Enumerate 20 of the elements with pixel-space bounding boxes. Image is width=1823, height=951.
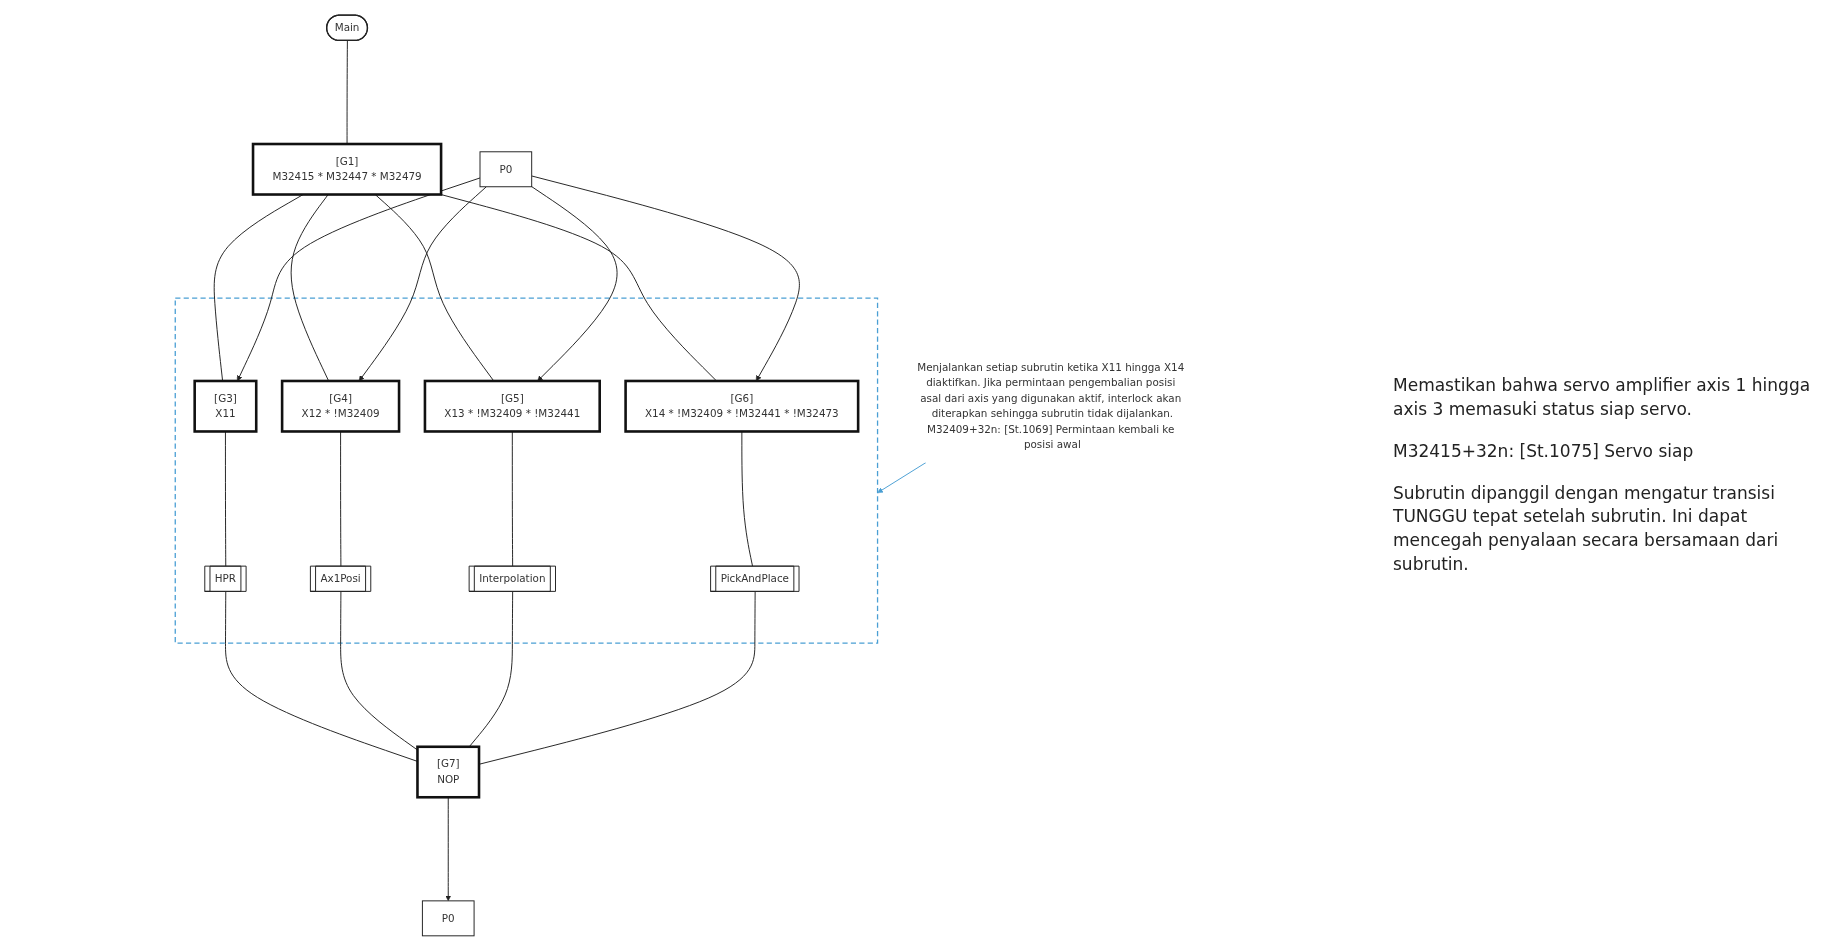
note-text: Memastikan bahwa servo amplifier axis 1 hingga axis 3 memasuki status siap servo. <box>1393 374 1812 421</box>
connector <box>225 591 418 762</box>
node-box: [G3] X11 <box>193 379 258 433</box>
connector <box>340 591 418 751</box>
connector <box>224 431 227 567</box>
cluster <box>174 297 879 644</box>
note-text: Subrutin dipanggil dengan mengatur transisi TUNGGU tepat setelah subrutin. Ini dapat mencegah penyalaan secara bersamaan dari subrutin. <box>1393 481 1780 576</box>
node-box: P0 <box>421 900 475 937</box>
node-text: Menjalankan setiap subrutin ketika X11 hingga X14 diaktifkan. Jika permintaan pengembalian posisi asal dari axis yang digunakan aktif, interlock akan diterapkan sehingga subrutin tidak dijalankan. M32409+32n: [St.1069] Permintaan kembali ke posisi awal <box>917 360 1185 451</box>
node-box: [G7] NOP <box>416 745 481 799</box>
connector <box>511 431 514 567</box>
node-box: [G6] X14 * !M32409 * !M32441 * !M32473 <box>624 379 860 433</box>
node-box: [G4] X12 * !M32409 <box>280 379 401 433</box>
note-text: M32415+32n: [St.1075] Servo siap <box>1393 439 1695 463</box>
node-box: P0 <box>479 151 533 188</box>
node-box: [G5] X13 * !M32409 * !M32441 <box>423 379 601 433</box>
connector <box>340 431 342 567</box>
connector <box>346 40 348 145</box>
connector <box>741 431 754 567</box>
node-box: [G1] M32415 * M32447 * M32479 <box>251 142 443 196</box>
